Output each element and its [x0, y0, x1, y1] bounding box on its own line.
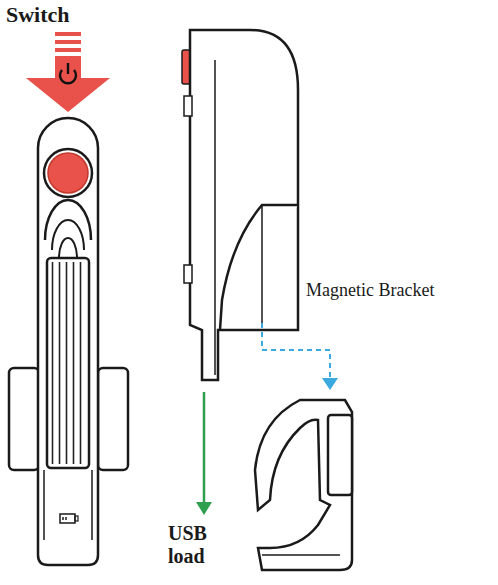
attach-arrow	[262, 323, 338, 390]
output-label: USB load	[168, 522, 226, 568]
part-label: Magnetic Bracket	[306, 280, 491, 301]
switch-label: Switch	[6, 2, 126, 27]
light-side-view	[182, 30, 298, 380]
light-front-view	[9, 118, 128, 565]
usb-arrow	[196, 392, 212, 515]
press-arrow	[26, 32, 110, 112]
magnetic-bracket	[255, 400, 352, 570]
